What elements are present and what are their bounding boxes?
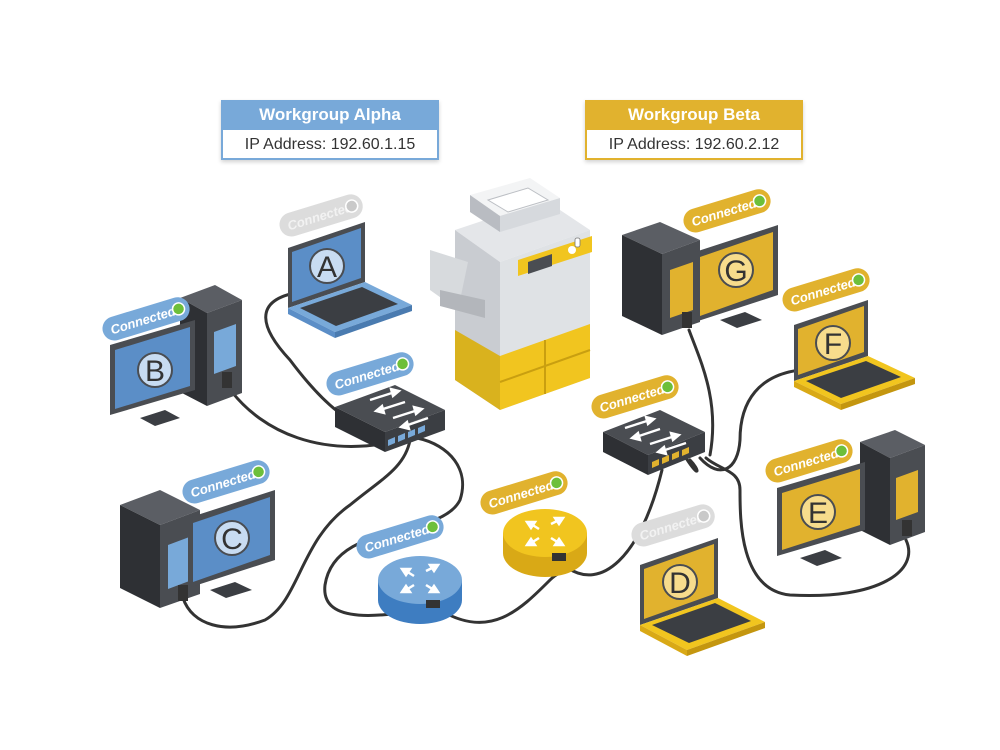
status-led-icon (834, 444, 849, 458)
cable-printer-switch-b (684, 456, 699, 473)
workgroup-beta-title: Workgroup Beta (585, 100, 803, 130)
letter-b: B (145, 355, 165, 388)
laptop-a[interactable]: A (288, 222, 412, 338)
status-led-icon (660, 380, 675, 394)
desktop-g[interactable]: G (622, 222, 778, 335)
switch-arrows-icon (369, 387, 429, 431)
laptop-d[interactable]: D (640, 538, 765, 656)
letter-a: A (317, 251, 337, 284)
switch-arrows-icon (624, 415, 687, 456)
status-pill-d: Connected (631, 504, 715, 547)
switch-beta[interactable] (603, 410, 705, 475)
status-led-icon (851, 273, 866, 287)
status-led-icon (752, 194, 767, 208)
router-alpha[interactable] (378, 556, 462, 624)
status-pill-b: Connected (102, 297, 190, 341)
status-led-icon (549, 476, 564, 490)
letter-badge (815, 325, 851, 361)
letter-d: D (669, 567, 691, 600)
cable-g-switch-b (687, 328, 715, 457)
workgroup-beta-ip: IP Address: 192.60.2.12 (585, 130, 803, 160)
letter-e: E (808, 497, 828, 530)
router-beta[interactable] (503, 509, 587, 577)
router-arrows-icon (399, 563, 441, 594)
status-pill-g: Connected (683, 189, 771, 233)
touch-hand-icon (574, 237, 581, 248)
workgroup-beta-label: Workgroup Beta IP Address: 192.60.2.12 (585, 100, 803, 160)
letter-badge (137, 352, 173, 388)
status-led-icon (395, 357, 410, 371)
desktop-e[interactable]: E (777, 430, 925, 566)
letter-badge (718, 252, 754, 288)
desktop-c[interactable]: C (120, 490, 275, 608)
workgroup-alpha-ip: IP Address: 192.60.1.15 (221, 130, 439, 160)
cable-router-b-switch-b (566, 468, 664, 577)
desktop-b[interactable]: B (110, 285, 242, 426)
laptop-f[interactable]: F (794, 300, 915, 410)
switch-alpha[interactable] (335, 385, 445, 452)
letter-c: C (221, 523, 243, 556)
letter-g: G (724, 255, 747, 288)
status-led-icon (251, 465, 266, 479)
letter-f: F (824, 328, 842, 361)
cable-f-switch-b (698, 368, 802, 472)
workgroup-alpha-label: Workgroup Alpha IP Address: 192.60.1.15 (221, 100, 439, 160)
letter-badge (800, 494, 836, 530)
status-led-icon (171, 302, 186, 316)
letter-badge (214, 520, 250, 556)
status-led-icon (344, 199, 359, 213)
cable-e-switch-b (704, 456, 911, 598)
router-arrows-icon (524, 516, 566, 547)
letter-badge (662, 564, 698, 600)
cable-c-switch (181, 438, 412, 629)
letter-badge (309, 248, 345, 284)
workgroup-alpha-title: Workgroup Alpha (221, 100, 439, 130)
status-led-icon (425, 520, 440, 534)
printer[interactable] (430, 178, 592, 410)
status-led-icon (696, 509, 711, 523)
status-pill-router-alpha: Connected (356, 515, 444, 559)
